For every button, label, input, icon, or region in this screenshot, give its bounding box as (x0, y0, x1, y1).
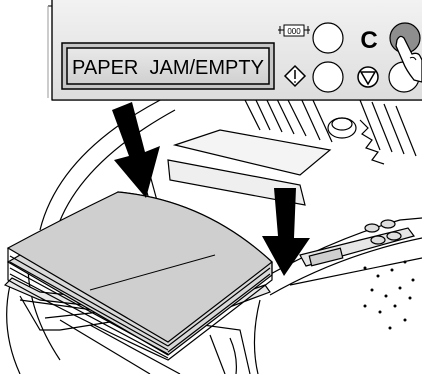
paper-stack (8, 192, 272, 360)
clear-key-icon: C (360, 27, 377, 54)
counter-symbol: 000 (287, 27, 301, 36)
lcd-display: PAPER JAM/EMPTY (62, 43, 274, 89)
display-message: PAPER JAM/EMPTY (72, 57, 264, 79)
stop-triangle-icon (358, 67, 378, 87)
